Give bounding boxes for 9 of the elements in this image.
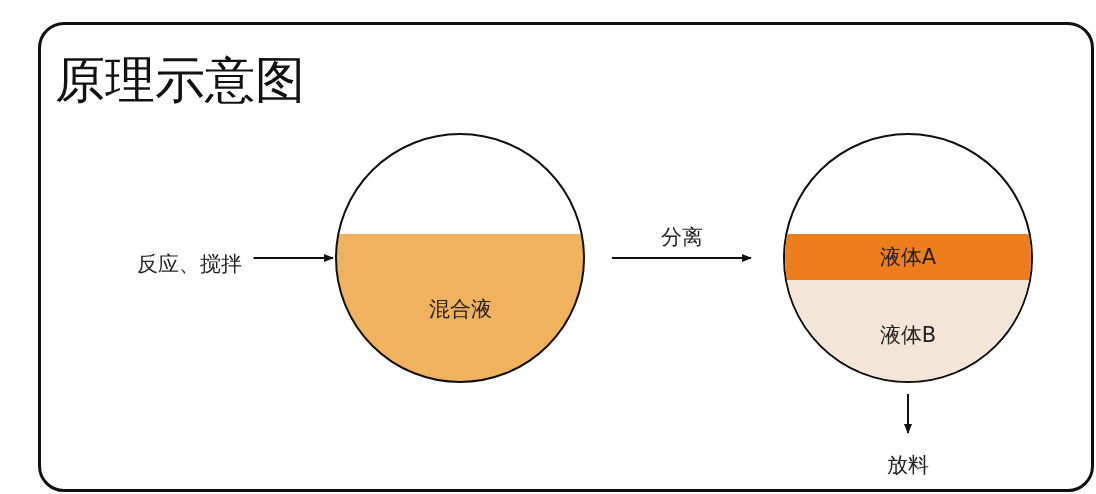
step-label: 放料: [887, 451, 929, 479]
liquid-label: 混合液: [428, 296, 492, 323]
liquid-layer: 液体B: [785, 280, 1031, 381]
arrow: [252, 254, 334, 262]
liquid-layer: 液体A: [785, 234, 1031, 280]
arrow: [904, 393, 912, 434]
arrow: [611, 254, 752, 262]
step-label: 反应、搅拌: [136, 250, 242, 278]
title: 原理示意图: [55, 50, 305, 110]
